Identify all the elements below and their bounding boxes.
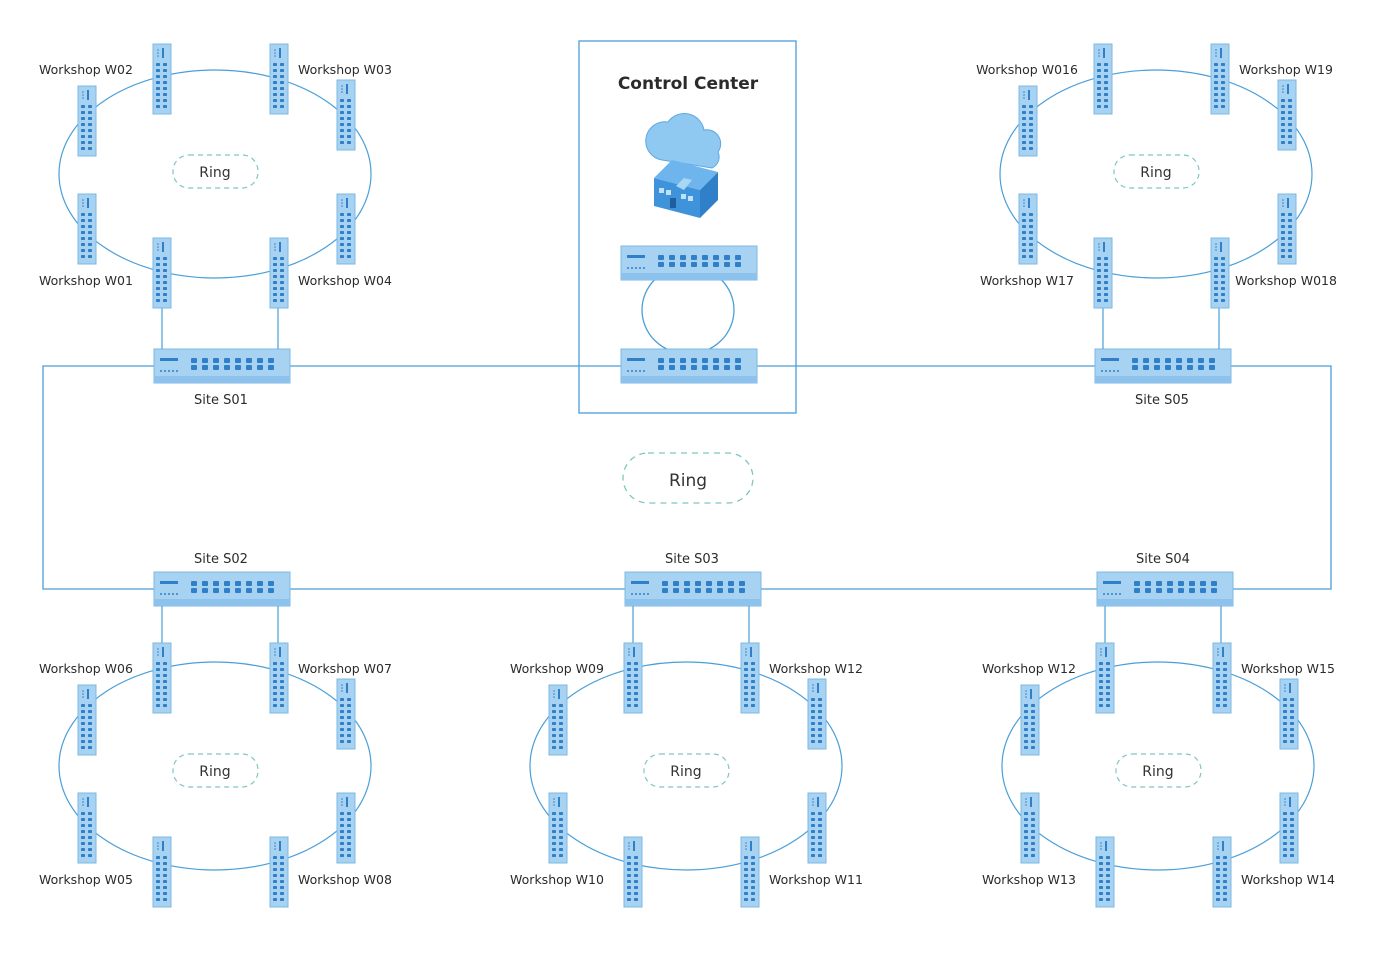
- workshop-switch: [152, 642, 172, 714]
- ring-label: Ring: [1142, 764, 1173, 780]
- site-label: Site S01: [194, 393, 248, 408]
- workshop-switch: [1095, 642, 1115, 714]
- workshop-switch: [740, 642, 760, 714]
- workshop-switch: [269, 836, 289, 908]
- workshop-label: Workshop W01: [39, 273, 133, 288]
- site-s02: Site S02: [153, 552, 291, 607]
- site-switch: [624, 571, 762, 607]
- ring-label: Ring: [199, 165, 230, 181]
- workshop-switch: [336, 678, 356, 750]
- workshop-ring-cluster: Ring Workshop W02 Workshop W03 Workshop …: [39, 43, 392, 349]
- workshop-switch: [1212, 836, 1232, 908]
- workshop-switch: [77, 684, 97, 756]
- ring-label: Ring: [1140, 165, 1171, 181]
- workshop-label: Workshop W05: [39, 872, 133, 887]
- workshop-switch: [1277, 79, 1297, 151]
- workshop-label: Workshop W03: [298, 62, 392, 77]
- workshop-label: Workshop W06: [39, 661, 133, 676]
- workshop-switch: [807, 678, 827, 750]
- site-s01: Site S01: [153, 348, 291, 408]
- site-label: Site S05: [1135, 393, 1189, 408]
- workshop-label: Workshop W14: [1241, 872, 1335, 887]
- workshop-switch: [1279, 792, 1299, 864]
- workshop-switch: [1210, 43, 1230, 115]
- workshop-switch: [152, 43, 172, 115]
- workshop-switch: [1095, 836, 1115, 908]
- workshop-switch: [1277, 193, 1297, 265]
- workshop-switch: [152, 237, 172, 309]
- workshop-switch: [1093, 237, 1113, 309]
- workshop-ring-cluster: Ring Workshop W12 Workshop W15 Workshop …: [982, 606, 1335, 908]
- workshop-switch: [1018, 193, 1038, 265]
- workshop-label: Workshop W09: [510, 661, 604, 676]
- workshop-label: Workshop W07: [298, 661, 392, 676]
- workshop-switch: [269, 43, 289, 115]
- site-switch: [1096, 571, 1234, 607]
- workshop-switch: [548, 792, 568, 864]
- site-label: Site S03: [665, 552, 719, 567]
- workshop-switch: [1212, 642, 1232, 714]
- workshop-label: Workshop W02: [39, 62, 133, 77]
- site-switch: [1094, 348, 1232, 384]
- main-ring-label: Ring: [669, 471, 707, 491]
- workshop-switch: [740, 836, 760, 908]
- workshop-switch: [548, 684, 568, 756]
- workshop-switch: [1018, 85, 1038, 157]
- main-ring: Ring: [622, 452, 754, 504]
- workshop-label: Workshop W19: [1239, 62, 1333, 77]
- control-center-switch-top: [620, 245, 758, 281]
- site-label: Site S02: [194, 552, 248, 567]
- site-switch: [153, 348, 291, 384]
- workshop-switch: [77, 193, 97, 265]
- site-s05: Site S05: [1094, 348, 1232, 408]
- workshop-switch: [77, 792, 97, 864]
- workshop-label: Workshop W12: [982, 661, 1076, 676]
- workshop-label: Workshop W15: [1241, 661, 1335, 676]
- cloud-building-icon: [645, 113, 722, 218]
- backbone-links: [42, 365, 1332, 590]
- workshop-label: Workshop W13: [982, 872, 1076, 887]
- workshop-ring-cluster: Ring Workshop W016 Workshop W19 Workshop…: [976, 43, 1337, 349]
- site-s04: Site S04: [1096, 552, 1234, 607]
- control-center-box: [578, 40, 797, 414]
- site-s03: Site S03: [624, 552, 762, 607]
- workshop-switch: [77, 85, 97, 157]
- workshop-label: Workshop W11: [769, 872, 863, 887]
- control-center-title: Control Center: [618, 74, 759, 94]
- workshop-switch: [269, 237, 289, 309]
- workshop-switch: [269, 642, 289, 714]
- workshop-switch: [1020, 684, 1040, 756]
- workshop-switch: [336, 792, 356, 864]
- workshop-label: Workshop W17: [980, 273, 1074, 288]
- workshop-switch: [1210, 237, 1230, 309]
- workshop-switch: [336, 193, 356, 265]
- workshop-switch: [1093, 43, 1113, 115]
- workshop-switch: [623, 836, 643, 908]
- workshop-switch: [807, 792, 827, 864]
- workshop-label: Workshop W10: [510, 872, 604, 887]
- workshop-switch: [1020, 792, 1040, 864]
- workshop-switch: [1279, 678, 1299, 750]
- workshop-ring-cluster: Ring Workshop W06 Workshop W07 Workshop …: [39, 606, 392, 908]
- site-switch: [153, 571, 291, 607]
- site-label: Site S04: [1136, 552, 1190, 567]
- workshop-switch: [623, 642, 643, 714]
- ring-label: Ring: [670, 764, 701, 780]
- workshop-label: Workshop W08: [298, 872, 392, 887]
- control-center: Control Center: [578, 40, 797, 414]
- workshop-switch: [152, 836, 172, 908]
- workshop-ring-cluster: Ring Workshop W09 Workshop W12 Workshop …: [510, 606, 863, 908]
- workshop-label: Workshop W04: [298, 273, 392, 288]
- workshop-label: Workshop W016: [976, 62, 1078, 77]
- workshop-switch: [336, 79, 356, 151]
- control-center-switch-bottom: [620, 348, 758, 384]
- workshop-label: Workshop W018: [1235, 273, 1337, 288]
- workshop-label: Workshop W12: [769, 661, 863, 676]
- ring-label: Ring: [199, 764, 230, 780]
